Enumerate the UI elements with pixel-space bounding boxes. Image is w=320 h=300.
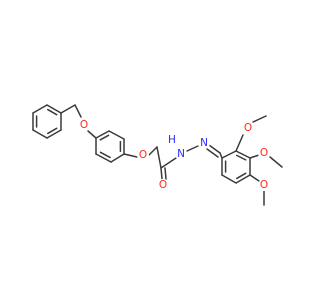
phenylene-ring-double-4 [99, 151, 111, 159]
benzyl-ring-bond-1 [32, 129, 48, 139]
phenylene-ring-double-0 [99, 134, 110, 141]
bond-c3-o [249, 154, 260, 159]
bond-carbonyl-b [164, 167, 167, 180]
phenylene-ring-bond-1 [108, 130, 125, 140]
trimethoxy-ring-bond-4 [221, 174, 237, 184]
atom-o-aryl-ether-label: O [139, 149, 147, 161]
atom-o-carbonyl: O [157, 179, 169, 191]
benzyl-ring-bond-4 [46, 104, 62, 114]
trimethoxy-ring-bond-3 [235, 174, 251, 184]
benzyl-ring-bond-5 [32, 104, 48, 114]
atom-n-imine: N [198, 137, 210, 149]
bond-ch-ring3 [219, 152, 223, 159]
trimethoxy-ring-bond-1 [235, 150, 251, 159]
atom-nh-hydrogen: H [167, 134, 177, 146]
bond-o-ch2 [148, 146, 158, 156]
atom-n-imine-label: N [200, 137, 208, 149]
molecule-structure: O O O H N N O [32, 104, 283, 206]
bond-n-ch-b [206, 148, 219, 158]
benzyl-ring-double-4 [47, 108, 58, 116]
atom-o-methoxy-2-label: O [244, 122, 252, 134]
molecule-canvas: O O O H N N O [32, 104, 283, 206]
phenylene-ring-bond-3 [110, 153, 125, 163]
bond-carbonyl-a [160, 167, 163, 180]
atom-nh-hydrogen-label: H [168, 134, 176, 146]
bond-n-ch-a [208, 144, 221, 154]
atom-o-carbonyl-label: O [159, 179, 167, 191]
atom-o-benzyl-ether-label: O [80, 119, 88, 131]
bond-o2-me [252, 115, 267, 123]
atom-o-methoxy-4-label: O [260, 179, 268, 191]
trimethoxy-ring-double-1 [235, 154, 247, 161]
atom-o-methoxy-2: O [242, 122, 254, 134]
trimethoxy-ring-double-3 [235, 172, 247, 180]
trimethoxy-ring-bond-0 [221, 150, 237, 159]
phenylene-ring-bond-4 [95, 153, 112, 163]
bond-ch2-carbonyl [156, 146, 162, 169]
benzyl-ring-double-2 [47, 127, 58, 135]
bond-layer [32, 104, 283, 206]
atom-o-methoxy-3: O [258, 147, 270, 159]
bond-c-n [160, 157, 177, 169]
bond-benzyl-ch2 [60, 104, 76, 114]
bond-n-n [186, 145, 199, 152]
bond-o-ring2 [87, 130, 97, 139]
bond-c4-o [249, 174, 260, 182]
phenylene-ring-bond-0 [95, 130, 110, 139]
atom-n-amide-label: N [177, 148, 185, 160]
benzyl-ring-bond-2 [46, 129, 62, 139]
atom-n-amide: N [175, 148, 187, 160]
atom-o-methoxy-4: O [258, 179, 270, 191]
bond-c2-o [235, 134, 244, 152]
bond-o3-me [269, 156, 283, 168]
bond-ch2-o [74, 104, 82, 118]
atom-o-methoxy-3-label: O [260, 147, 268, 159]
atom-labels: O O O H N N O [78, 119, 270, 191]
atom-o-aryl-ether: O [137, 149, 149, 161]
atom-o-benzyl-ether: O [78, 119, 90, 131]
bond-ring2-o [123, 153, 138, 158]
